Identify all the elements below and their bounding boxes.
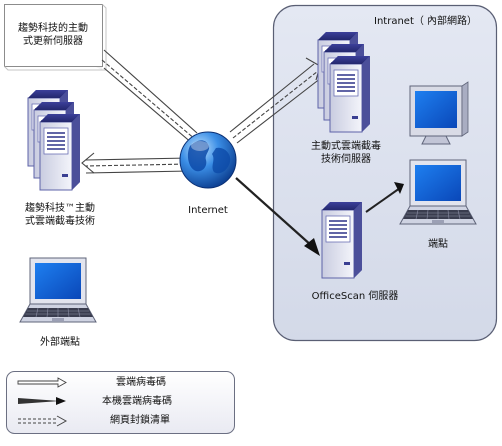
update-server-label-line1: 趨勢科技的主動 [18,23,88,34]
cloud-tech-label: 趨勢科技™主動 式雲端截毒技術 [2,202,118,228]
legend-item-dashed-label: 網頁封鎖清單 [110,415,170,426]
active-cloud-server-icon [317,31,371,133]
external-endpoint-label: 外部端點 [40,337,80,348]
active-cloud-server-label: 主動式雲端截毒 技術伺服器 [296,140,396,166]
update-server-node [4,4,107,71]
connection-arrows [81,49,404,256]
intranet-title: Intranet（ 內部網路） [374,16,478,27]
cloud-tech-label-line1: 趨勢科技™主動 [25,203,95,214]
legend-dashed-arrow-icon [18,415,68,427]
endpoint-label: 端點 [428,239,448,250]
endpoint-laptop-icon [399,159,477,225]
legend-item-outline-label: 雲端病毒碼 [116,377,166,388]
active-cloud-server-label-line2: 技術伺服器 [321,154,371,165]
update-server-label: 趨勢科技的主動 式更新伺服器 [4,22,102,48]
desktop-monitor-icon [409,81,469,145]
active-cloud-server-label-line1: 主動式雲端截毒 [311,141,381,152]
legend-solid-arrow-icon [18,397,66,405]
cloud-tech-server-icon [27,89,81,191]
internet-globe-icon [179,131,237,189]
legend-box [6,371,235,434]
update-server-label-line2: 式更新伺服器 [23,36,83,47]
cloud-tech-label-line2: 式雲端截毒技術 [25,216,95,227]
officescan-server-label: OfficeScan 伺服器 [311,291,399,302]
external-laptop-icon [19,257,97,323]
officescan-server-icon [321,201,363,279]
internet-label: Internet [188,205,228,216]
legend-outline-arrow-icon [17,377,67,388]
legend-item-solid-label: 本機雲端病毒碼 [102,396,172,407]
